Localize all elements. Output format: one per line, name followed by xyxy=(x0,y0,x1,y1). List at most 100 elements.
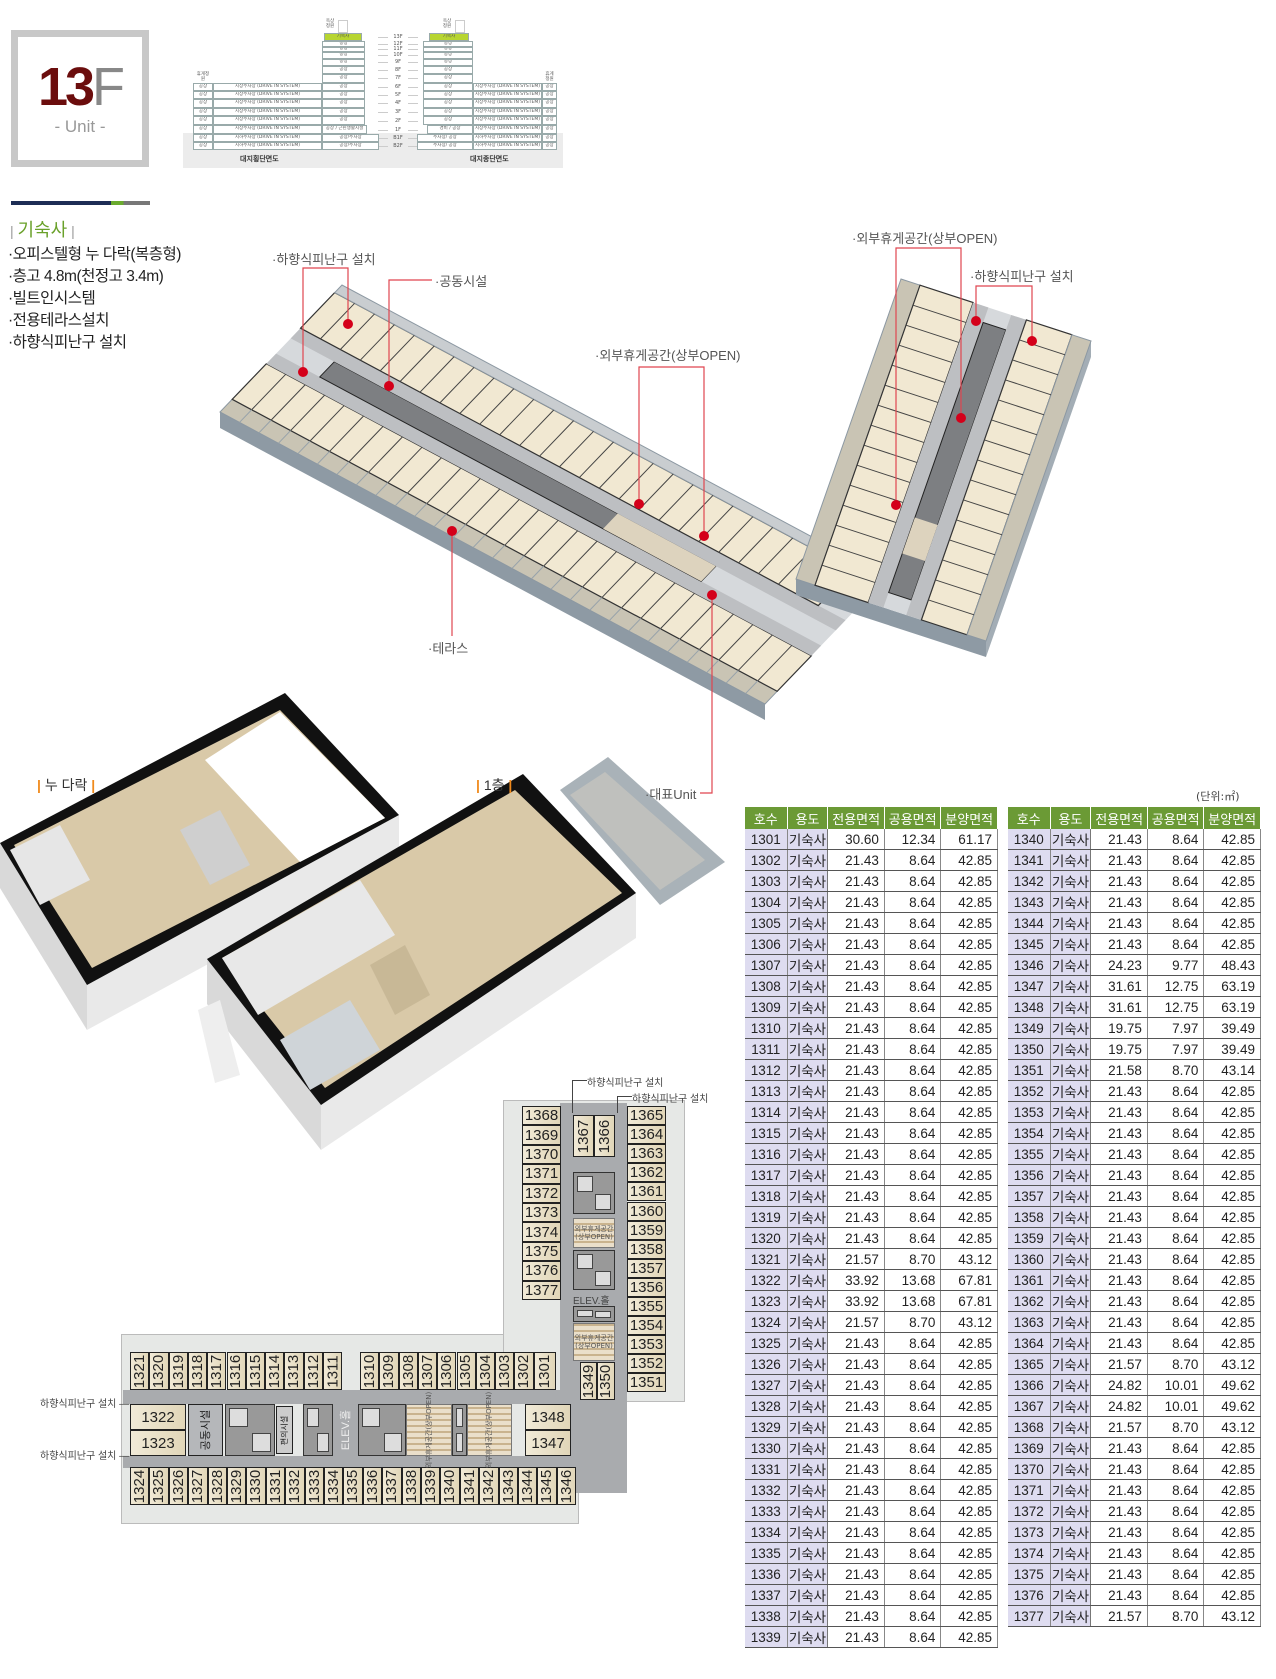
unit-number: 1332 xyxy=(745,1479,788,1501)
usage: 기숙사 xyxy=(787,1080,829,1102)
room-1320: 1320 xyxy=(149,1352,169,1390)
room-1301: 1301 xyxy=(533,1352,556,1390)
unit-note: (단위:㎡) xyxy=(1196,790,1240,803)
factory-floor-cell: 공장 xyxy=(193,107,213,116)
sale-area: 42.85 xyxy=(940,1143,998,1165)
common-area: 8.64 xyxy=(884,1227,942,1249)
common-area: 8.64 xyxy=(1147,933,1205,955)
exclusive-area: 24.82 xyxy=(1090,1395,1148,1417)
unit-number: 1375 xyxy=(1008,1563,1051,1585)
floor-dash xyxy=(408,70,418,71)
unit-partition xyxy=(519,409,555,446)
room-1352: 1352 xyxy=(627,1354,666,1374)
room-1335: 1335 xyxy=(343,1467,363,1505)
room-number: 1306 xyxy=(438,1354,456,1388)
sale-area: 42.85 xyxy=(1203,1080,1261,1102)
unit-partition xyxy=(562,540,598,577)
usage: 기숙사 xyxy=(1050,1143,1092,1165)
unit-number: 1329 xyxy=(745,1416,788,1438)
unit-partition xyxy=(870,424,925,444)
dorm-floor: 기숙사 xyxy=(429,33,469,41)
unit-number: 1362 xyxy=(1008,1290,1051,1312)
usage: 기숙사 xyxy=(1050,1479,1092,1501)
first-floor-unit-side-south xyxy=(321,893,636,1150)
column-header-0: 호수 xyxy=(1008,807,1051,829)
callout-line-common xyxy=(388,279,432,386)
section-caption: 대지횡단면도 xyxy=(240,155,279,163)
unit-number: 1358 xyxy=(1008,1206,1051,1228)
exclusive-area: 21.43 xyxy=(827,1164,885,1186)
parking-floor-cell: 지상주차장 (DRIVE IN SYSTEM) xyxy=(213,91,322,99)
main-wing-facade xyxy=(220,412,765,720)
column-header-1: 용도 xyxy=(1050,807,1092,829)
usage: 기숙사 xyxy=(1050,1185,1092,1207)
bathroom xyxy=(280,1000,380,1090)
common-area: 8.64 xyxy=(884,1164,942,1186)
floor-dash xyxy=(408,120,418,122)
common-area: 8.64 xyxy=(884,1185,942,1207)
usage: 기숙사 xyxy=(787,1290,829,1312)
exclusive-area: 21.43 xyxy=(1090,870,1148,892)
unit-partition xyxy=(251,373,287,411)
tower-floor-cell: 공장 xyxy=(322,66,365,74)
unit-partition xyxy=(368,436,403,473)
common-area: 8.64 xyxy=(1147,1101,1205,1123)
usage: 기숙사 xyxy=(1050,1437,1092,1459)
unit-number: 1346 xyxy=(1008,954,1051,976)
common-area: 8.64 xyxy=(884,849,942,871)
parking-floor-cell: 지하주차장 (DRIVE IN SYSTEM) xyxy=(213,142,322,150)
unit-number: 1373 xyxy=(1008,1521,1051,1543)
room-number: 1309 xyxy=(380,1354,398,1388)
floor-level-label: 8F xyxy=(394,67,402,73)
tower-floor-cell: 공장 xyxy=(322,82,365,91)
exclusive-area: 21.43 xyxy=(827,1038,885,1060)
common-area: 8.64 xyxy=(884,1584,942,1606)
exclusive-area: 21.57 xyxy=(827,1248,885,1270)
factory-floor-cell: 공장 xyxy=(193,125,213,134)
common-area: 8.64 xyxy=(1147,891,1205,913)
unit-number: 1311 xyxy=(745,1038,788,1060)
unit-number: 1348 xyxy=(1008,996,1051,1018)
parking-floor-cell: 지상주차장 (DRIVE IN SYSTEM) xyxy=(213,99,322,108)
sale-area: 42.85 xyxy=(940,1479,998,1501)
feature-item: ·전용테라스설치 xyxy=(8,312,109,329)
usage: 기숙사 xyxy=(1050,1122,1092,1144)
unit-number: 1361 xyxy=(1008,1269,1051,1291)
unit-number: 1356 xyxy=(1008,1164,1051,1186)
room-number: 1339 xyxy=(422,1469,440,1503)
room-number: 1338 xyxy=(402,1469,420,1503)
outdoor-lounge: 외부휴게공간(상부OPEN) xyxy=(467,1392,512,1468)
room-number: 1349 xyxy=(580,1364,597,1398)
room-1345: 1345 xyxy=(537,1467,557,1505)
sale-area: 42.85 xyxy=(1203,1122,1261,1144)
terrace-partition xyxy=(569,586,583,601)
unit-partition xyxy=(835,524,890,544)
tower-floor-cell: 공장 xyxy=(322,91,365,99)
plan-corridor-top xyxy=(123,1390,575,1404)
common-area: 8.64 xyxy=(884,1479,942,1501)
floor-dash xyxy=(378,70,388,71)
usage: 기숙사 xyxy=(787,1101,829,1123)
floor-dash xyxy=(378,146,388,147)
room-number: 1317 xyxy=(208,1354,226,1388)
unit-number: 1315 xyxy=(745,1122,788,1144)
usage: 기숙사 xyxy=(787,1563,829,1585)
elevator-shaft xyxy=(456,1408,463,1428)
room-number: 1303 xyxy=(496,1354,514,1388)
terrace-partition xyxy=(297,440,311,455)
exclusive-area: 21.57 xyxy=(827,1311,885,1333)
usage: 기숙사 xyxy=(1050,1227,1092,1249)
room-1359: 1359 xyxy=(627,1220,666,1240)
room-1323: 1323 xyxy=(130,1430,186,1456)
common-area: 8.70 xyxy=(1147,1353,1205,1375)
stair-shaft xyxy=(595,1270,611,1286)
unit-partition xyxy=(963,499,1010,516)
usage: 기숙사 xyxy=(787,954,829,976)
